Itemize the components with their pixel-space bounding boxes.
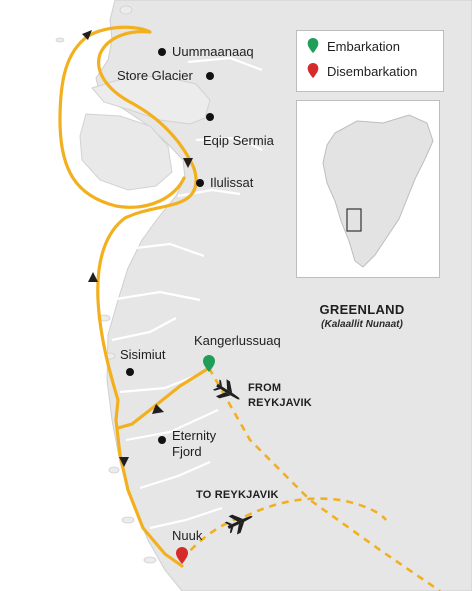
dot-sisimiut: [126, 368, 134, 376]
label-kangerlussuaq: Kangerlussuaq: [194, 333, 281, 348]
label-eternity-fjord-line2: Fjord: [172, 444, 202, 459]
nuussuaq-peninsula: [91, 75, 211, 125]
arrow-top-icon: [82, 30, 92, 40]
legend-embarkation-label: Embarkation: [327, 38, 400, 54]
ship-route: [58, 25, 198, 568]
inset-map: [296, 100, 440, 278]
dot-eqip-sermia: [206, 113, 214, 121]
embarkation-legend-pin-icon: [307, 38, 319, 54]
airplane-to-icon: [224, 514, 253, 535]
arrow-north-icon: [88, 272, 98, 282]
route-direction-arrows: [82, 30, 193, 467]
label-uummannaq: Uummaanaaq: [172, 44, 254, 59]
arrow-south-icon: [119, 457, 129, 467]
fjords: [109, 56, 263, 530]
airplane-from-icon: [212, 379, 240, 400]
label-sisimiut: Sisimiut: [120, 347, 166, 362]
label-to-reykjavik: TO REYKJAVIK: [196, 489, 279, 501]
dot-uummannaq: [158, 48, 166, 56]
dot-ilulissat: [196, 179, 204, 187]
legend-embarkation: Embarkation: [307, 38, 400, 54]
disko-island: [79, 113, 173, 191]
label-eternity-fjord-line1: Eternity: [172, 428, 217, 443]
place-dots: [126, 48, 214, 444]
label-ilulissat: Ilulissat: [210, 175, 254, 190]
disembarkation-pin-icon: [176, 547, 188, 564]
label-store-glacier: Store Glacier: [117, 68, 193, 83]
flight-path-from-reykjavik: [207, 367, 441, 591]
inset-region-box: [346, 208, 362, 232]
label-eqip-sermia: Eqip Sermia: [203, 133, 274, 148]
label-from-line2: REYKJAVIK: [248, 397, 312, 409]
legend: Embarkation Disembarkation: [296, 30, 444, 92]
arrow-kanger-icon: [152, 404, 164, 414]
dot-store-glacier: [206, 72, 214, 80]
arrow-ilulissat-icon: [183, 158, 193, 168]
country-name: GREENLAND: [319, 302, 405, 317]
disembarkation-legend-pin-icon: [307, 63, 319, 79]
embarkation-pin-icon: [203, 355, 215, 372]
legend-disembarkation: Disembarkation: [307, 63, 417, 79]
greenland-outline: [322, 114, 434, 268]
dot-eternity-fjord: [158, 436, 166, 444]
label-nuuk: Nuuk: [172, 528, 203, 543]
legend-disembarkation-label: Disembarkation: [327, 63, 418, 79]
label-from-line1: FROM: [248, 382, 282, 394]
flight-path-to-reykjavik: [180, 497, 388, 561]
country-local-name: (Kalaallit Nunaat): [321, 319, 403, 330]
ship-route-kangerlussuaq: [116, 366, 211, 430]
country-label: GREENLAND (Kalaallit Nunaat): [307, 302, 417, 330]
